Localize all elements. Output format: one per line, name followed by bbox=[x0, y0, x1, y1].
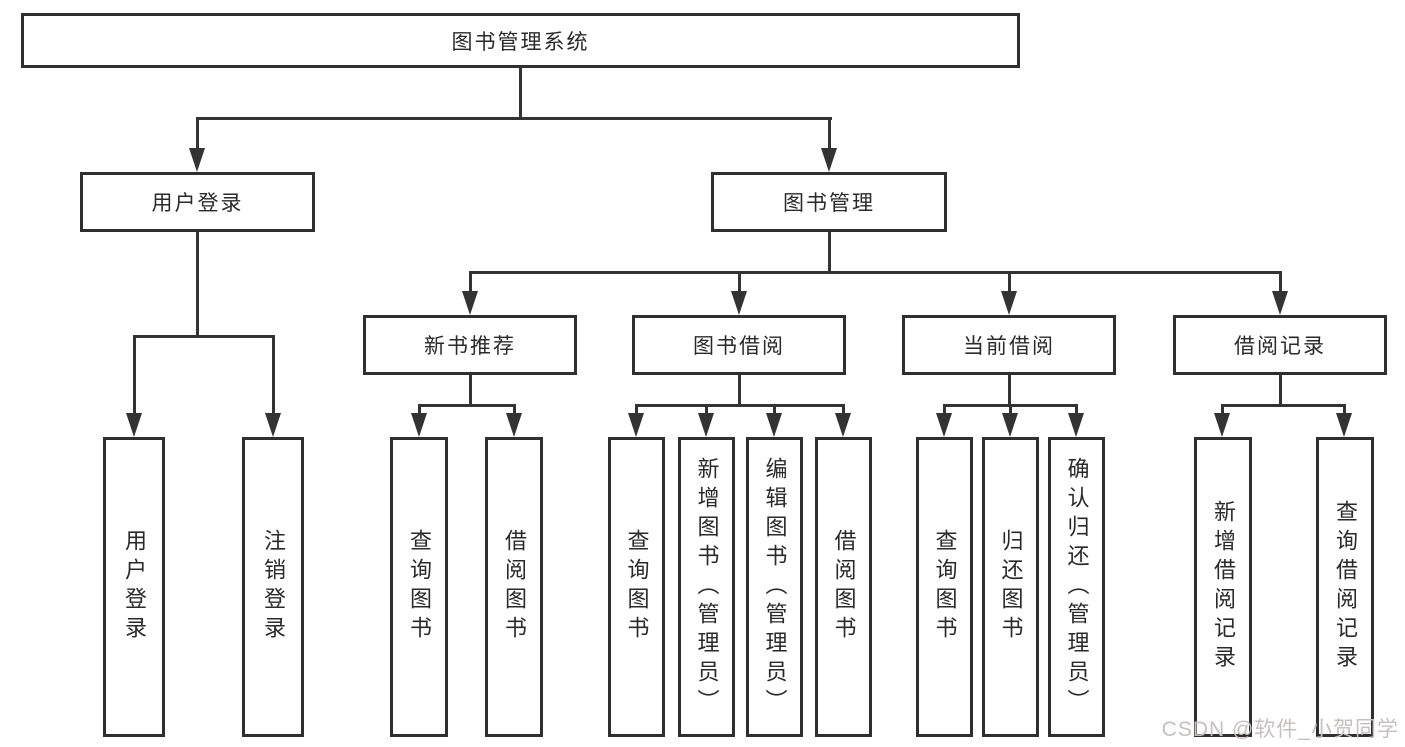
arrow-down-icon bbox=[1002, 413, 1018, 437]
arrow-down-icon bbox=[126, 413, 142, 437]
connector-hline bbox=[635, 404, 845, 407]
leaf-label: 注销登录 bbox=[261, 529, 286, 645]
leaf-label: 查询图书 bbox=[407, 529, 432, 645]
arrow-down-icon bbox=[698, 413, 714, 437]
leaf-label: 归还图书 bbox=[998, 529, 1024, 645]
leaf-label: 借阅图书 bbox=[831, 529, 857, 645]
leaf-label: 新增借阅记录 bbox=[1211, 500, 1236, 674]
connector-vline bbox=[469, 375, 472, 407]
node-library-management-system: 图书管理系统 bbox=[21, 13, 1020, 68]
arrow-down-icon bbox=[835, 413, 851, 437]
leaf-logout: 注销登录 bbox=[242, 437, 304, 737]
arrow-down-icon bbox=[265, 413, 281, 437]
connector-vline bbox=[1343, 404, 1346, 416]
connector-vline bbox=[738, 375, 741, 407]
connector-hline bbox=[1221, 404, 1346, 407]
leaf-current-query-books: 查询图书 bbox=[916, 437, 973, 737]
connector-vline bbox=[1279, 271, 1282, 293]
arrow-down-icon bbox=[1001, 291, 1017, 315]
csdn-watermark: CSDN @软件_小贺同学 bbox=[1161, 718, 1399, 741]
connector-vline bbox=[1008, 271, 1011, 293]
arrow-down-icon bbox=[506, 413, 522, 437]
node-borrowing-records: 借阅记录 bbox=[1173, 315, 1387, 375]
arrow-down-icon bbox=[766, 413, 782, 437]
connector-hline bbox=[418, 404, 515, 407]
connector-vline bbox=[1009, 404, 1012, 416]
leaf-confirm-return-admin: 确认归还（管理员） bbox=[1048, 437, 1105, 737]
connector-vline bbox=[272, 335, 275, 415]
connector-vline bbox=[1221, 404, 1224, 416]
connector-vline bbox=[738, 271, 741, 293]
arrow-down-icon bbox=[189, 148, 205, 172]
node-label: 当前借阅 bbox=[963, 335, 1055, 358]
leaf-label: 查询图书 bbox=[624, 529, 650, 645]
node-book-borrowing: 图书借阅 bbox=[632, 315, 846, 375]
connector-vline bbox=[705, 404, 708, 416]
connector-vline bbox=[828, 232, 831, 274]
arrow-down-icon bbox=[628, 413, 644, 437]
connector-vline bbox=[1279, 375, 1282, 407]
connector-vline bbox=[418, 404, 421, 416]
leaf-add-borrow-record: 新增借阅记录 bbox=[1194, 437, 1252, 737]
connector-vline bbox=[1075, 404, 1078, 416]
connector-vline bbox=[196, 232, 199, 338]
node-user-login: 用户登录 bbox=[80, 172, 315, 232]
arrow-down-icon bbox=[462, 291, 478, 315]
leaf-label: 查询借阅记录 bbox=[1333, 500, 1358, 674]
connector-hline bbox=[196, 117, 832, 120]
arrow-down-icon bbox=[1336, 413, 1352, 437]
connector-vline bbox=[469, 271, 472, 293]
arrow-down-icon bbox=[411, 413, 427, 437]
arrow-down-icon bbox=[1272, 291, 1288, 315]
connector-vline bbox=[773, 404, 776, 416]
leaf-edit-books-admin: 编辑图书（管理员） bbox=[746, 437, 803, 737]
leaf-label: 用户登录 bbox=[122, 529, 147, 645]
arrow-down-icon bbox=[821, 148, 837, 172]
connector-vline bbox=[1008, 375, 1011, 407]
arrow-down-icon bbox=[936, 413, 952, 437]
node-label: 借阅记录 bbox=[1234, 335, 1326, 358]
connector-vline bbox=[519, 68, 522, 120]
node-label: 用户登录 bbox=[151, 192, 244, 215]
leaf-borrowing-query-books: 查询图书 bbox=[608, 437, 665, 737]
node-book-management: 图书管理 bbox=[711, 172, 947, 232]
node-new-book-recommend: 新书推荐 bbox=[363, 315, 577, 375]
connector-vline bbox=[133, 335, 136, 415]
leaf-query-borrow-record: 查询借阅记录 bbox=[1316, 437, 1374, 737]
leaf-recommend-borrow-books: 借阅图书 bbox=[485, 437, 543, 737]
node-label: 图书管理系统 bbox=[451, 30, 590, 54]
arrow-down-icon bbox=[1214, 413, 1230, 437]
arrow-down-icon bbox=[1068, 413, 1084, 437]
leaf-label: 编辑图书（管理员） bbox=[762, 456, 788, 718]
connector-vline bbox=[635, 404, 638, 416]
leaf-label: 确认归还（管理员） bbox=[1064, 456, 1090, 718]
node-label: 新书推荐 bbox=[424, 335, 516, 358]
arrow-down-icon bbox=[731, 291, 747, 315]
leaf-label: 新增图书（管理员） bbox=[694, 456, 720, 718]
leaf-add-books-admin: 新增图书（管理员） bbox=[678, 437, 735, 737]
leaf-label: 查询图书 bbox=[932, 529, 958, 645]
node-label: 图书管理 bbox=[783, 192, 875, 215]
leaf-return-books: 归还图书 bbox=[982, 437, 1039, 737]
connector-hline bbox=[133, 335, 275, 338]
leaf-recommend-query-books: 查询图书 bbox=[390, 437, 448, 737]
connector-vline bbox=[196, 117, 199, 150]
connector-hline bbox=[469, 271, 1282, 274]
leaf-label: 借阅图书 bbox=[502, 529, 527, 645]
leaf-borrowing-borrow-books: 借阅图书 bbox=[815, 437, 872, 737]
connector-vline bbox=[828, 117, 831, 150]
connector-vline bbox=[842, 404, 845, 416]
connector-vline bbox=[513, 404, 516, 416]
leaf-user-login: 用户登录 bbox=[103, 437, 165, 737]
connector-vline bbox=[943, 404, 946, 416]
node-label: 图书借阅 bbox=[693, 335, 785, 358]
node-current-borrowing: 当前借阅 bbox=[902, 315, 1116, 375]
